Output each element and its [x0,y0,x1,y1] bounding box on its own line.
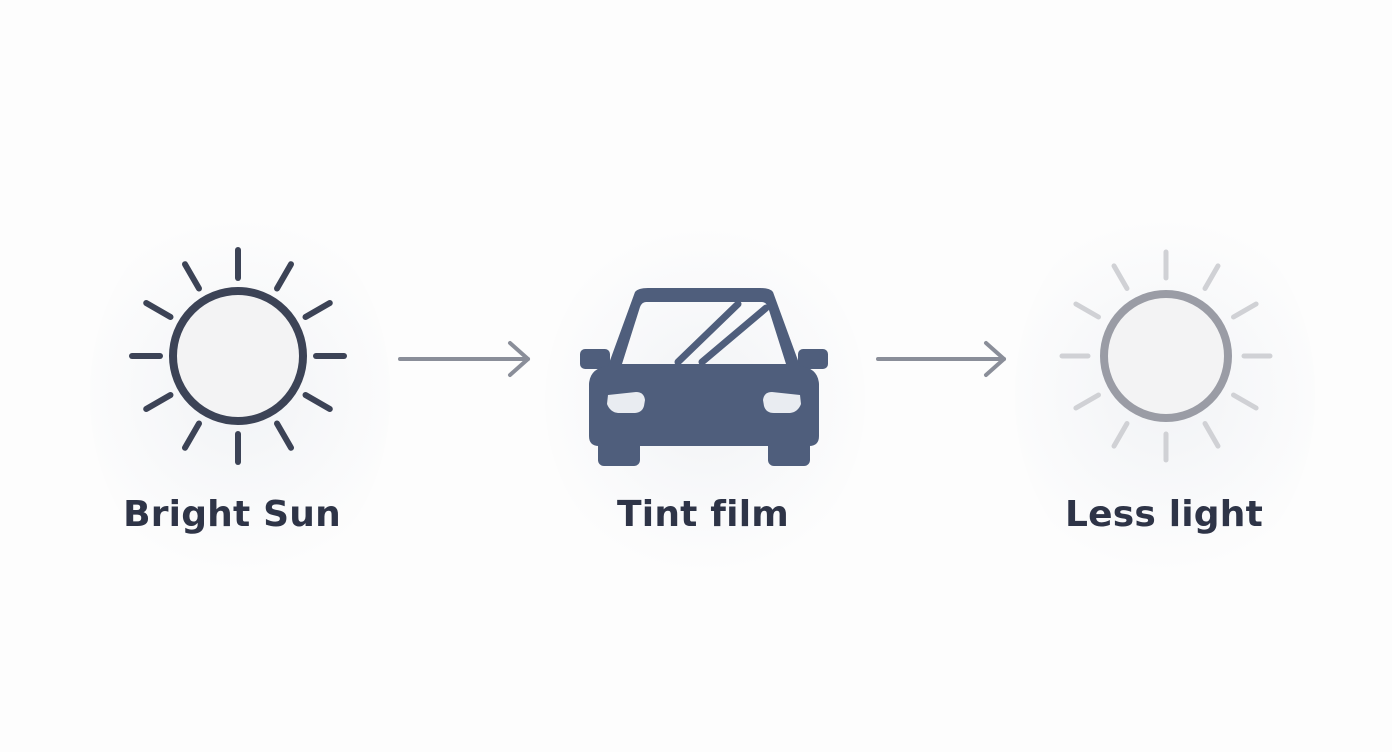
sun-ray [182,261,202,292]
step-label-bright-sun: Bright Sun [123,494,341,535]
step-label-less-light: Less light [1064,494,1264,535]
arrow-right-icon [876,341,1006,377]
dim-sun-icon [1059,249,1273,463]
sun-ray [143,392,174,412]
sun-ray [1073,392,1101,411]
sun-ray [1202,421,1221,449]
sun-ray [1231,301,1259,320]
sun-ray [1073,301,1101,320]
sun-ray [302,300,333,320]
sun-ray [143,300,174,320]
bright-sun-icon [129,247,347,465]
step-label-tint-film: Tint film [617,494,789,535]
sun-ray [274,420,294,451]
car-tint-film-icon [580,288,828,466]
sun-ray [182,420,202,451]
sun-ray [1202,263,1221,291]
sun-ray [274,261,294,292]
arrow-right-icon [398,341,530,377]
sun-ray [1111,263,1130,291]
sun-ray [1111,421,1130,449]
sun-ray [302,392,333,412]
sun-ray [1231,392,1259,411]
